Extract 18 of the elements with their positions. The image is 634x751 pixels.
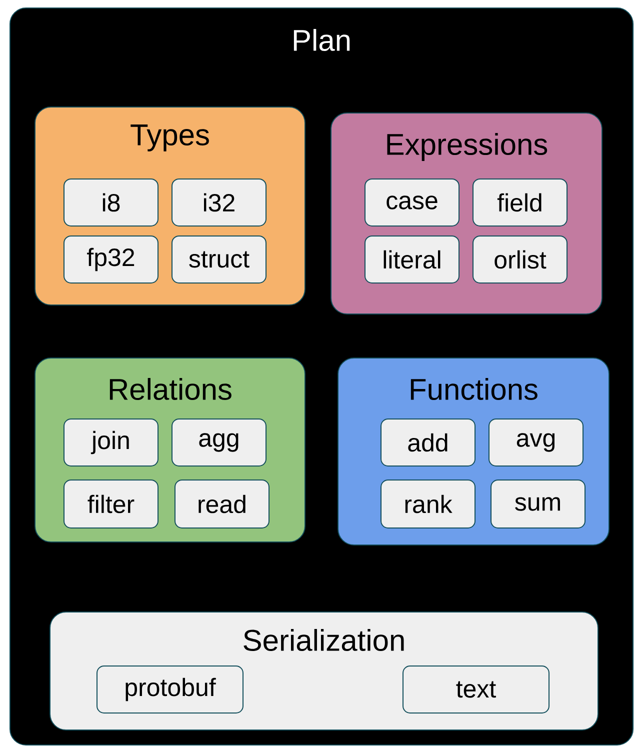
item-box: field: [472, 178, 568, 226]
item-box: sum: [490, 480, 586, 528]
item-box: orlist: [472, 236, 568, 284]
item-box: text: [402, 666, 550, 714]
item-box: protobuf: [96, 666, 244, 714]
item-box: case: [364, 178, 460, 226]
item-box: filter: [64, 480, 158, 528]
item-box: rank: [380, 480, 476, 528]
item-box: join: [64, 418, 158, 466]
item-box: agg: [172, 418, 266, 466]
item-box: read: [174, 480, 270, 528]
item-box: literal: [364, 236, 460, 284]
item-box: add: [380, 418, 476, 466]
item-box: i32: [172, 178, 266, 226]
item-box: fp32: [64, 236, 158, 284]
item-box: avg: [488, 418, 584, 466]
item-box: i8: [64, 178, 158, 226]
item-box: struct: [172, 236, 266, 284]
